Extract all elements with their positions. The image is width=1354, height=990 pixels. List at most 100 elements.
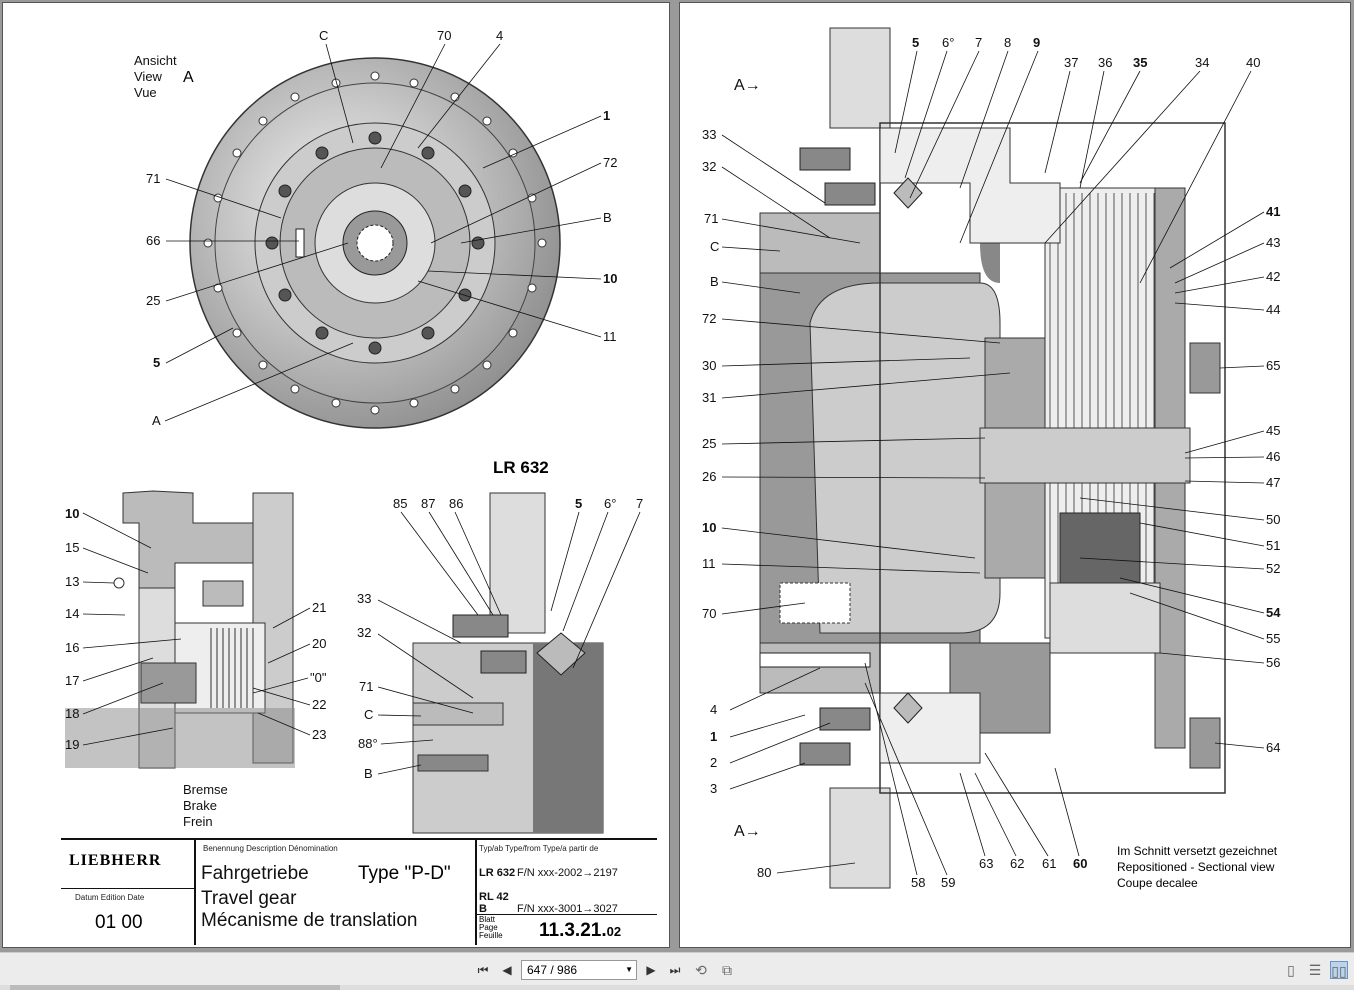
edition: 01 00 bbox=[95, 912, 143, 933]
svg-text:26: 26 bbox=[702, 469, 716, 484]
chevron-down-icon: ▼ bbox=[625, 965, 633, 974]
svg-text:43: 43 bbox=[1266, 235, 1280, 250]
next-page-button[interactable]: ▶ bbox=[646, 963, 656, 977]
sheet-labels: Blatt Page Feuille bbox=[479, 915, 503, 940]
svg-text:6°: 6° bbox=[942, 35, 954, 50]
seal-callouts: 85 87 86 5 6° 7 33 32 71 C 88° B bbox=[357, 496, 643, 781]
seal-detail bbox=[358, 488, 613, 834]
svg-text:A: A bbox=[152, 413, 161, 428]
svg-text:10: 10 bbox=[603, 271, 617, 286]
svg-text:71: 71 bbox=[704, 211, 718, 226]
single-page-view-icon[interactable]: ▯ bbox=[1287, 962, 1295, 978]
svg-text:5: 5 bbox=[912, 35, 919, 50]
svg-text:20: 20 bbox=[312, 636, 326, 651]
svg-text:44: 44 bbox=[1266, 302, 1280, 317]
svg-text:50: 50 bbox=[1266, 512, 1280, 527]
denomination-labels: Benennung Description Dénomination bbox=[203, 844, 338, 853]
svg-text:59: 59 bbox=[941, 875, 955, 890]
two-page-view-icon[interactable]: ▯▯ bbox=[1330, 961, 1348, 979]
scrollbar-thumb[interactable] bbox=[10, 985, 340, 990]
svg-text:17: 17 bbox=[65, 673, 79, 688]
prev-page-button[interactable]: ◀ bbox=[502, 963, 512, 977]
horizontal-scrollbar[interactable] bbox=[0, 985, 1354, 990]
svg-text:1: 1 bbox=[603, 108, 610, 123]
svg-text:25: 25 bbox=[146, 293, 160, 308]
svg-text:4: 4 bbox=[496, 28, 503, 43]
page-number-field[interactable]: 647 / 986▼ bbox=[521, 960, 637, 980]
svg-text:11: 11 bbox=[603, 329, 617, 344]
svg-text:70: 70 bbox=[702, 606, 716, 621]
svg-text:70: 70 bbox=[437, 28, 451, 43]
svg-text:2: 2 bbox=[710, 755, 717, 770]
svg-text:41: 41 bbox=[1266, 204, 1280, 219]
note-de: Im Schnitt versetzt gezeichnet bbox=[1117, 844, 1278, 858]
right-page: A→ A→ 5 6° 7 8 9 37 36 35 34 40 bbox=[679, 2, 1351, 948]
svg-text:60: 60 bbox=[1073, 856, 1087, 871]
svg-text:13: 13 bbox=[65, 574, 79, 589]
svg-text:42: 42 bbox=[1266, 269, 1280, 284]
svg-text:65: 65 bbox=[1266, 358, 1280, 373]
right-right-callouts: 41 43 42 44 65 45 46 47 50 51 52 54 55 5… bbox=[1079, 204, 1281, 755]
name-de: Fahrgetriebe bbox=[201, 863, 309, 884]
svg-text:61: 61 bbox=[1042, 856, 1056, 871]
svg-text:8: 8 bbox=[1004, 35, 1011, 50]
svg-text:51: 51 bbox=[1266, 538, 1280, 553]
svg-text:54: 54 bbox=[1266, 605, 1281, 620]
view-label-en: View bbox=[134, 69, 163, 84]
brake-callouts: 10 15 13 14 16 17 18 19 21 20 "0" 22 23 bbox=[65, 506, 327, 829]
svg-text:4: 4 bbox=[710, 702, 717, 717]
title-block: LIEBHERR Datum Edition Date 01 00 Benenn… bbox=[61, 838, 657, 945]
svg-text:64: 64 bbox=[1266, 740, 1280, 755]
type-col-labels: Typ/ab Type/from Type/a partir de bbox=[479, 844, 599, 853]
svg-text:87: 87 bbox=[421, 496, 435, 511]
svg-text:56: 56 bbox=[1266, 655, 1280, 670]
svg-text:16: 16 bbox=[65, 640, 79, 655]
brake-caption-de: Bremse bbox=[183, 782, 228, 797]
last-page-button[interactable]: ⏭ bbox=[669, 963, 681, 977]
svg-text:25: 25 bbox=[702, 436, 716, 451]
svg-text:45: 45 bbox=[1266, 423, 1280, 438]
svg-text:30: 30 bbox=[702, 358, 716, 373]
svg-text:86: 86 bbox=[449, 496, 463, 511]
svg-text:71: 71 bbox=[359, 679, 373, 694]
svg-text:37: 37 bbox=[1064, 55, 1078, 70]
svg-text:10: 10 bbox=[702, 520, 716, 535]
first-page-button[interactable]: ⏮ bbox=[477, 963, 489, 977]
svg-text:33: 33 bbox=[357, 591, 371, 606]
svg-text:19: 19 bbox=[65, 737, 79, 752]
left-page: Ansicht View Vue A bbox=[2, 2, 670, 948]
name-en: Travel gear bbox=[201, 888, 297, 909]
continuous-view-icon[interactable]: ☰ bbox=[1308, 962, 1322, 978]
svg-text:46: 46 bbox=[1266, 449, 1280, 464]
viewer-toolbar: ⏮ ◀ 647 / 986▼ ▶ ⏭ ⟲ ⧉ ▯ ☰ ▯▯ bbox=[0, 952, 1354, 990]
svg-text:32: 32 bbox=[702, 159, 716, 174]
svg-text:66: 66 bbox=[146, 233, 160, 248]
svg-text:B: B bbox=[364, 766, 373, 781]
svg-text:5: 5 bbox=[575, 496, 582, 511]
liebherr-logo: LIEBHERR bbox=[69, 852, 162, 869]
flange-front-view bbox=[189, 57, 561, 429]
svg-text:B: B bbox=[710, 274, 719, 289]
svg-text:36: 36 bbox=[1098, 55, 1112, 70]
svg-text:47: 47 bbox=[1266, 475, 1280, 490]
name-fr: Mécanisme de translation bbox=[201, 910, 418, 931]
svg-text:32: 32 bbox=[357, 625, 371, 640]
svg-text:55: 55 bbox=[1266, 631, 1280, 646]
view-label-fr: Vue bbox=[134, 85, 157, 100]
right-top-callouts: 5 6° 7 8 9 37 36 35 34 40 bbox=[894, 35, 1260, 284]
sectional-view bbox=[759, 27, 1226, 889]
svg-text:34: 34 bbox=[1195, 55, 1209, 70]
svg-text:"0": "0" bbox=[310, 670, 327, 685]
rotate-icon[interactable]: ⟲ bbox=[695, 962, 707, 978]
svg-text:63: 63 bbox=[979, 856, 993, 871]
right-bottom-callouts: 58 59 63 62 61 60 bbox=[864, 662, 1087, 890]
svg-text:23: 23 bbox=[312, 727, 326, 742]
model-label: LR 632 bbox=[493, 458, 549, 477]
view-marker-bottom: A→ bbox=[734, 823, 761, 840]
svg-text:18: 18 bbox=[65, 706, 79, 721]
copy-page-icon[interactable]: ⧉ bbox=[722, 962, 732, 978]
svg-text:33: 33 bbox=[702, 127, 716, 142]
note-en: Repositioned - Sectional view bbox=[1117, 860, 1275, 874]
svg-text:7: 7 bbox=[636, 496, 643, 511]
